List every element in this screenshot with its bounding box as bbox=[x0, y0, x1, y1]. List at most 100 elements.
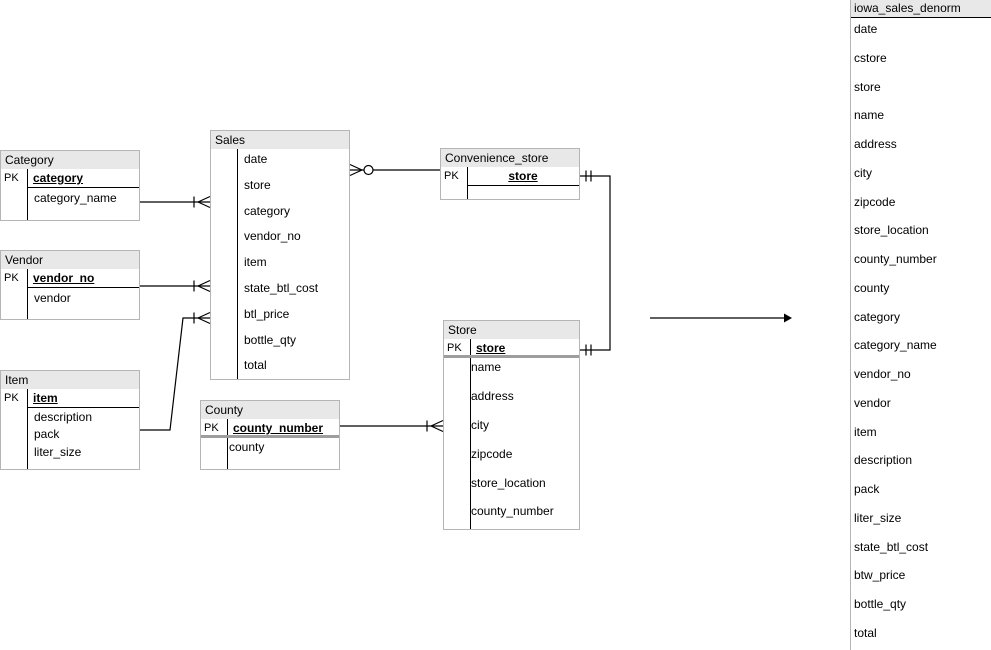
rel-category-sales bbox=[140, 195, 211, 209]
pk-label: PK bbox=[447, 342, 462, 354]
pk-column-divider bbox=[27, 269, 29, 319]
pk-field-name: store bbox=[467, 167, 579, 186]
field-row: address bbox=[471, 388, 514, 403]
pk-row: PK vendor_no bbox=[1, 269, 139, 288]
pk-column-divider bbox=[27, 389, 29, 469]
field-row: vendor bbox=[34, 291, 71, 305]
field-rows bbox=[441, 186, 579, 188]
pk-field-name: vendor_no bbox=[27, 269, 139, 288]
denorm-field-row: category_name bbox=[854, 338, 937, 353]
denorm-field-row: bottle_qty bbox=[854, 597, 907, 611]
field-row: zipcode bbox=[471, 446, 513, 461]
field-row: liter_size bbox=[34, 444, 82, 459]
denorm-field-row: address bbox=[854, 137, 897, 151]
denorm-field-row: county bbox=[854, 280, 890, 295]
denorm-field-row: vendor bbox=[854, 395, 891, 410]
denorm-field-row: store_location bbox=[854, 223, 929, 238]
field-row: store bbox=[244, 177, 271, 192]
pk-label: PK bbox=[4, 172, 19, 184]
pk-column-divider bbox=[470, 339, 472, 529]
pk-column-divider bbox=[237, 149, 239, 379]
pk-column-divider bbox=[467, 167, 469, 199]
crowfoot-icon bbox=[197, 311, 211, 325]
field-rows: category_name bbox=[1, 188, 139, 207]
denorm-field-row: total bbox=[854, 625, 877, 640]
denorm-field-row: vendor_no bbox=[854, 367, 911, 381]
field-row: vendor_no bbox=[244, 229, 301, 244]
rel-vendor-sales bbox=[140, 279, 211, 293]
field-row: state_btl_cost bbox=[244, 280, 319, 295]
denorm-field-row: name bbox=[854, 108, 885, 123]
pk-label: PK bbox=[204, 422, 219, 434]
field-row: pack bbox=[34, 427, 60, 442]
crowfoot-icon bbox=[197, 279, 211, 293]
table-body: PK category category_name bbox=[1, 169, 139, 220]
denorm-field-row: city bbox=[854, 165, 872, 180]
pk-row: PK county_number bbox=[201, 419, 339, 438]
field-row: store_location bbox=[471, 475, 546, 490]
denorm-field-row: category bbox=[854, 309, 901, 324]
crowfoot-icon bbox=[430, 419, 444, 433]
rel-convenience-store-store bbox=[580, 170, 611, 356]
field-row: total bbox=[244, 358, 267, 373]
denorm-field-row: liter_size bbox=[854, 510, 902, 525]
flow-arrow bbox=[650, 313, 792, 323]
one-one-tick-icon bbox=[585, 170, 592, 182]
pk-column-divider bbox=[27, 169, 29, 220]
pk-field-name: county_number bbox=[233, 421, 324, 435]
pk-row: PK category bbox=[1, 169, 139, 188]
table-title: Category bbox=[1, 151, 139, 169]
field-row: description bbox=[34, 410, 93, 424]
field-row: city bbox=[471, 417, 489, 432]
crowfoot-icon bbox=[349, 163, 363, 177]
denorm-field-row: btw_price bbox=[854, 568, 906, 583]
pk-field-name: category bbox=[27, 169, 139, 188]
denorm-field-row: pack bbox=[854, 482, 880, 496]
pk-label: PK bbox=[4, 272, 19, 284]
arrowhead-icon bbox=[784, 313, 792, 323]
denorm-field-row: zipcode bbox=[854, 194, 896, 209]
denorm-field-row: cstore bbox=[854, 50, 887, 65]
table-title: Store bbox=[444, 321, 579, 339]
field-row: category bbox=[244, 203, 291, 218]
denorm-field-row: item bbox=[854, 424, 877, 439]
field-rows: county bbox=[201, 438, 339, 456]
field-row: date bbox=[244, 152, 268, 166]
pk-label: PK bbox=[444, 170, 459, 182]
field-row: county_number bbox=[471, 504, 554, 519]
denorm-field-row: description bbox=[854, 453, 913, 468]
denorm-field-row: state_btl_cost bbox=[854, 539, 929, 554]
field-row: btl_price bbox=[244, 306, 290, 321]
pk-field-name: item bbox=[27, 389, 139, 408]
crowfoot-icon bbox=[197, 195, 211, 209]
field-rows: description pack liter_size bbox=[1, 408, 139, 461]
field-row: category_name bbox=[34, 191, 117, 205]
denorm-field-row: date bbox=[854, 22, 878, 36]
denorm-table-title: iowa_sales_denorm bbox=[851, 0, 991, 18]
denorm-field-row: county_number bbox=[854, 252, 937, 266]
table-title: County bbox=[201, 401, 339, 419]
rel-sales-convenience-store bbox=[349, 163, 440, 177]
table-title: Convenience_store bbox=[441, 149, 579, 167]
pk-row: PK store bbox=[441, 167, 579, 186]
zero-circle-icon bbox=[363, 164, 374, 176]
table-title: Item bbox=[1, 371, 139, 389]
